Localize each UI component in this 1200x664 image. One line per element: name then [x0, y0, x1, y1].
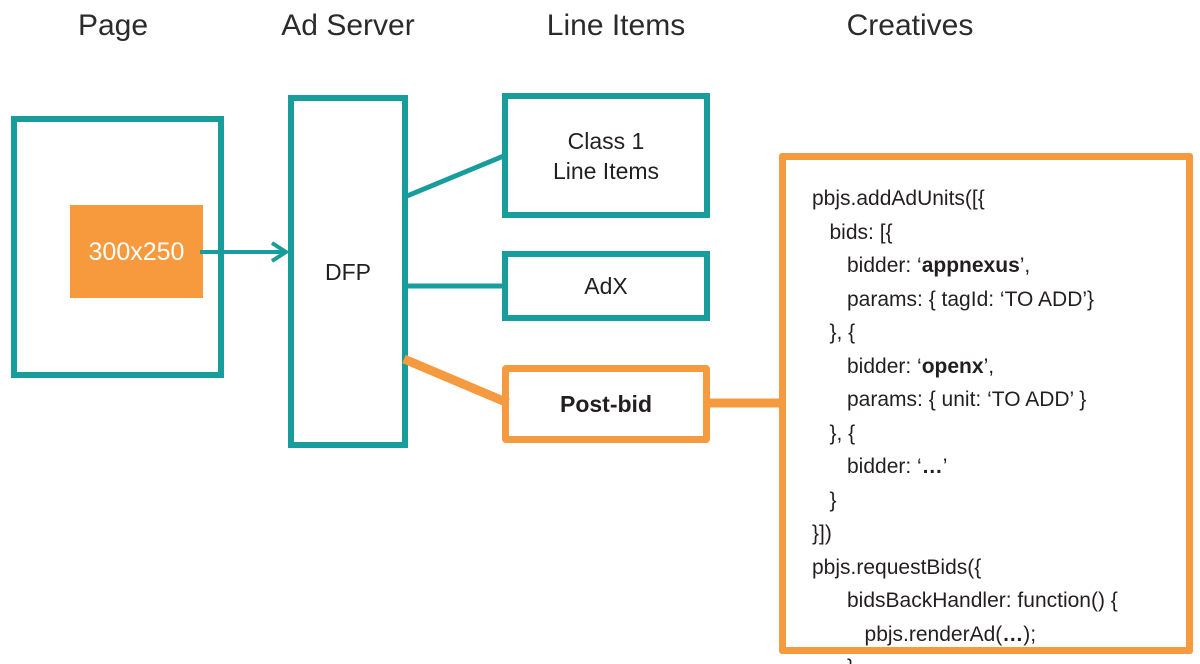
creative-code-panel[interactable]: pbjs.addAdUnits([{ bids: [{ bidder: ‘app… — [779, 153, 1193, 664]
line-item-box-adx-label: AdX — [584, 273, 628, 299]
ad-server-box-dfp[interactable]: DFP — [288, 95, 408, 448]
code-line: pbjs.requestBids({ — [812, 555, 982, 579]
code-line: } — [812, 488, 837, 512]
code-line: pbjs.renderAd(…); — [812, 622, 1037, 646]
code-line: bids: [{ — [812, 220, 893, 244]
line-item-box-class-1[interactable]: Class 1 Line Items — [502, 93, 710, 218]
line-item-box-class-1-label-line1: Class 1 — [567, 127, 645, 154]
ad-server-box-label: DFP — [325, 258, 371, 285]
code-line: params: { unit: ‘TO ADD’ } — [812, 388, 1087, 411]
creative-slot-label: 300x250 — [88, 237, 185, 266]
column-header-line-items: Line Items — [546, 9, 686, 42]
line-item-box-post-bid[interactable]: Post-bid — [502, 365, 710, 443]
column-header-ad-server: Ad Server — [281, 9, 415, 42]
creative-code-text: pbjs.addAdUnits([{ bids: [{ bidder: ‘app… — [812, 182, 1172, 664]
code-line: }, { — [812, 421, 856, 445]
column-header-creatives: Creatives — [846, 9, 974, 42]
column-header-page: Page — [77, 9, 149, 42]
connector-dfp-to-post-bid — [402, 354, 510, 408]
creative-slot-300x250[interactable]: 300x250 — [70, 205, 203, 298]
line-item-box-adx[interactable]: AdX — [502, 251, 710, 321]
code-line: }, { — [812, 321, 856, 344]
code-line: bidsBackHandler: function() { — [812, 589, 1118, 612]
line-item-box-post-bid-label: Post-bid — [560, 391, 652, 417]
connector-dfp-to-class-1 — [406, 152, 507, 199]
code-line: bidder: ‘openx’, — [812, 354, 995, 378]
code-line: } — [812, 651, 1172, 664]
code-line: pbjs.addAdUnits([{ — [812, 187, 985, 210]
code-line: bidder: ‘…’ — [812, 455, 948, 478]
line-item-box-class-1-label-line2: Line Items — [552, 157, 660, 184]
code-line: params: { tagId: ‘TO ADD’} — [812, 287, 1095, 311]
code-line: bidder: ‘appnexus’, — [812, 254, 1031, 277]
code-line: }]) — [812, 522, 832, 545]
